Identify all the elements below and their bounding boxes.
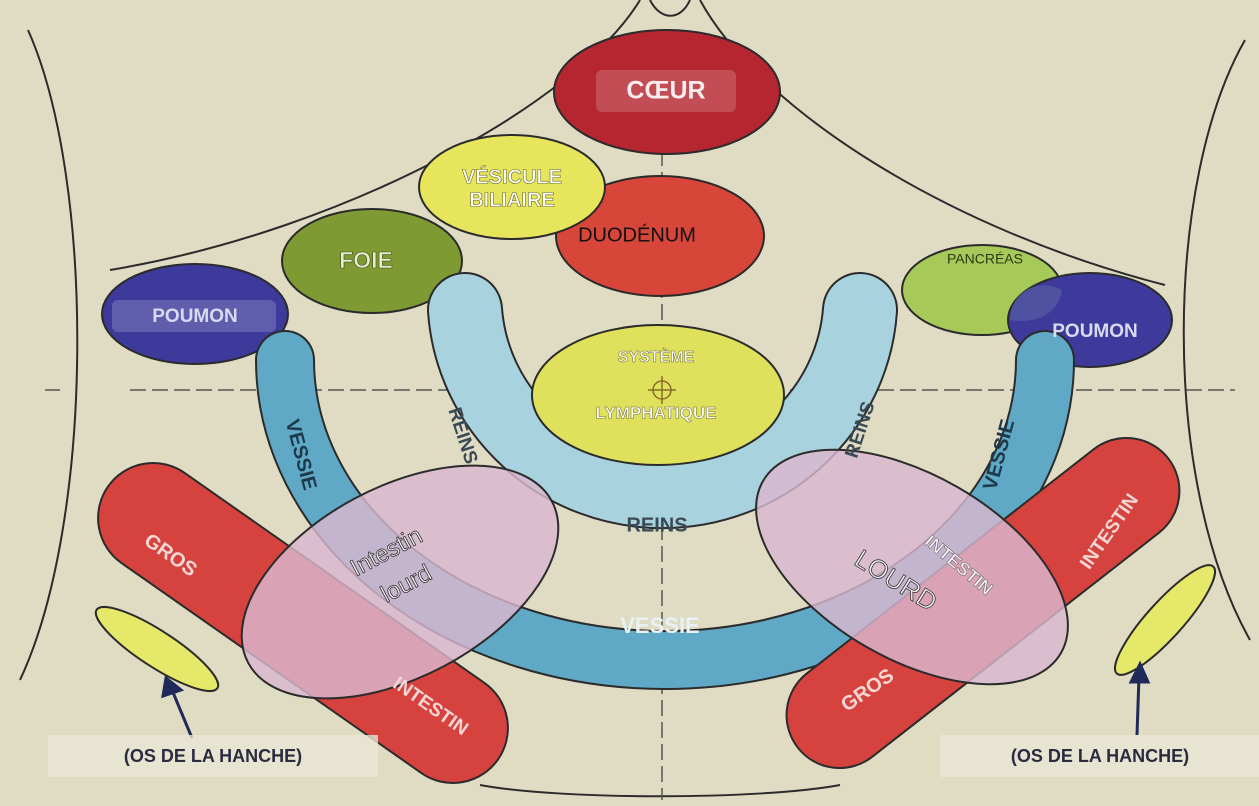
liver-label: FOIE [339,247,393,273]
gallbladder-label-line2: BILIAIRE [469,189,555,211]
hip-caption-left: (OS DE LA HANCHE) [124,746,302,766]
pancreas-label: PANCRÉAS [947,251,1023,267]
arrow-left-icon [170,689,194,739]
heart-zone [553,29,781,155]
hip-bone-left [94,605,220,693]
lymphatic-label-line1: SYSTÈME [618,347,695,366]
duodenum-label: DUODÉNUM [578,223,696,246]
hip-bone-right [1114,564,1216,676]
lung-right-label: POUMON [1052,321,1138,342]
bladder-bottom-label: VESSIE [620,613,699,638]
sternum-notch [649,0,691,17]
heavy-intestine-left-zone [240,464,560,700]
heart-label: CŒUR [626,77,705,105]
kidney-bottom-label: REINS [626,514,687,536]
lymphatic-zone [531,324,785,466]
liver-zone [281,208,463,314]
gallbladder-label-line1: VÉSICULE [462,165,562,188]
arrow-right-head-icon [1128,660,1151,684]
arrow-left-head-icon [161,675,185,699]
lymphatic-label-line2: LYMPHATIQUE [596,403,717,422]
pancreas-lung-overlap [1010,285,1062,321]
hip-arrows [161,660,1151,739]
bladder-zone [257,332,1073,688]
lung-left-zone [101,263,289,365]
center-target-icon [648,376,676,404]
hip-caption-right-bg [940,735,1259,777]
heavy-intestine-right-zone [755,448,1069,686]
lung-left-label-bg [112,300,276,332]
hip-caption-left-bg [48,735,378,777]
body-outline-left [19,29,79,681]
heart-label-bg [596,70,736,112]
gallbladder-zone [418,134,606,240]
lung-left-label: POUMON [152,306,238,327]
kidney-zone [429,274,896,528]
hip-caption-right: (OS DE LA HANCHE) [1011,746,1189,766]
pelvic-line [479,784,841,798]
duodenum-zone [555,175,765,297]
arrow-right-icon [1135,675,1141,736]
body-outline-right [1182,39,1251,641]
